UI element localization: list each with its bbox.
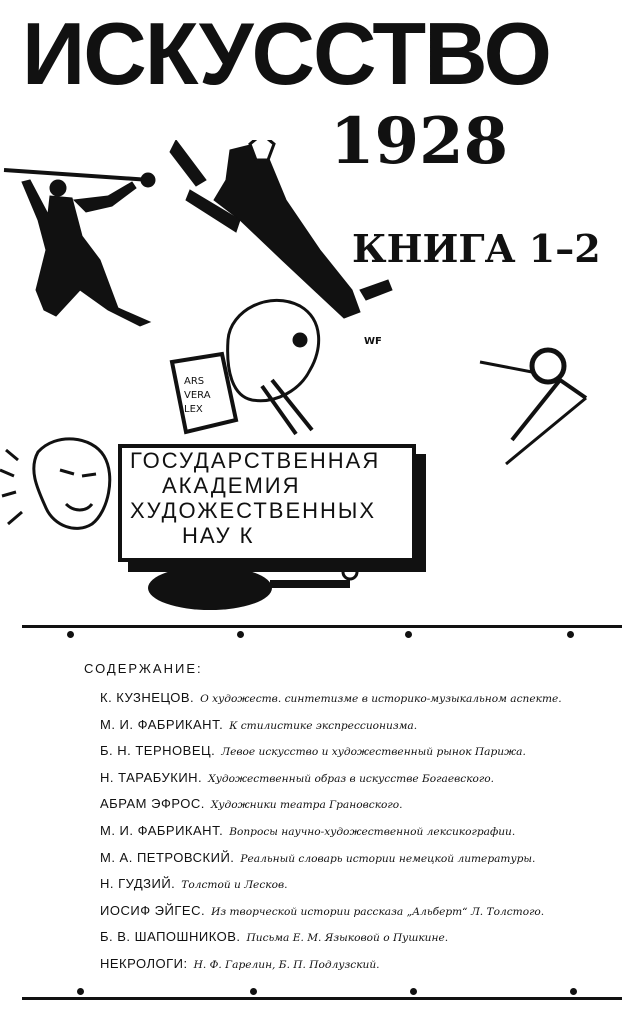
rivet <box>237 631 244 638</box>
book-inscription-2: VERA <box>184 390 211 401</box>
list-item: Б. Н. ТЕРНОВЕЦ. Левое искусство и художес… <box>100 743 620 770</box>
rivet <box>405 631 412 638</box>
toc-title: Н. Ф. Гарелин, Б. П. Подлузский. <box>193 958 380 971</box>
academy-sign-line-2: АКАДЕМИЯ <box>162 473 301 498</box>
toc-author: ИОСИФ ЭЙГЕС. <box>100 902 206 918</box>
toc-author: Н. ГУДЗИЙ. <box>100 876 176 892</box>
upper-divider <box>22 625 622 628</box>
toc-title: Реальный словарь истории немецкой литера… <box>240 852 536 865</box>
violin <box>148 563 359 610</box>
issue-book-number: КНИГА 1–2 <box>352 226 601 271</box>
rivet <box>570 988 577 995</box>
book-inscription-1: ARS <box>184 376 204 387</box>
contents-heading: СОДЕРЖАНИЕ: <box>84 661 203 676</box>
palette <box>226 298 321 436</box>
list-item: М. И. ФАБРИКАНТ. К стилистике экспрессион… <box>100 717 620 744</box>
rivet <box>67 631 74 638</box>
rivet <box>250 988 257 995</box>
toc-author: Б. Н. ТЕРНОВЕЦ. <box>100 743 216 759</box>
toc-title: Письма Е. М. Языковой о Пушкине. <box>246 932 449 945</box>
lower-divider <box>22 997 622 1000</box>
academy-sign-line-4: НАУ К <box>182 523 255 548</box>
toc-title: Художники театра Грановского. <box>210 799 403 812</box>
compass-and-magnifier <box>479 347 588 466</box>
dancer-figure <box>3 168 156 327</box>
toc-title: Художественный образ в искусстве Богаевс… <box>208 772 495 785</box>
toc-author: Н. ТАРАБУКИН. <box>100 769 203 785</box>
toc-title: К стилистике экспрессионизма. <box>229 719 418 732</box>
toc-title: Левое искусство и художественный рынок П… <box>221 746 526 759</box>
toc-author: НЕКРОЛОГИ: <box>100 955 188 971</box>
rivet <box>567 631 574 638</box>
toc-author: К. КУЗНЕЦОВ. <box>100 690 195 705</box>
list-item: Н. ГУДЗИЙ. Толстой и Лесков. <box>100 876 620 903</box>
theatre-mask <box>0 437 112 530</box>
toc-title: Вопросы научно-художественной лексикогра… <box>229 825 516 838</box>
toc-title: О художеств. синтетизме в историко-музык… <box>200 693 562 705</box>
artist-monogram: WF <box>364 336 382 347</box>
list-item: Б. В. ШАПОШНИКОВ. Письма Е. М. Языковой о… <box>100 929 620 956</box>
toc-author: М. И. ФАБРИКАНТ. <box>100 822 224 838</box>
list-item: К. КУЗНЕЦОВ. О художеств. синтетизме в ис… <box>100 690 620 717</box>
list-item: М. И. ФАБРИКАНТ. Вопросы научно-художеств… <box>100 823 620 850</box>
winged-figure <box>169 140 393 319</box>
academy-sign-line-3: ХУДОЖЕСТВЕННЫХ <box>130 498 377 523</box>
toc-author: М. И. ФАБРИКАНТ. <box>100 716 224 732</box>
book-inscription-3: LEX <box>184 404 203 415</box>
academy-sign-line-1: ГОСУДАРСТВЕННАЯ <box>130 448 381 473</box>
list-item: М. А. ПЕТРОВСКИЙ. Реальный словарь истори… <box>100 850 620 877</box>
list-item: АБРАМ ЭФРОС. Художники театра Грановского… <box>100 796 620 823</box>
cover-illustration: ARS VERA LEX WF <box>0 140 588 610</box>
toc-author: АБРАМ ЭФРОС. <box>100 796 205 812</box>
rivet <box>410 988 417 995</box>
contents-list: К. КУЗНЕЦОВ. О художеств. синтетизме в ис… <box>100 690 620 983</box>
rivet <box>77 988 84 995</box>
toc-title: Толстой и Лесков. <box>181 879 288 892</box>
list-item: Н. ТАРАБУКИН. Художественный образ в иску… <box>100 770 620 797</box>
issue-year: 1928 <box>330 104 509 179</box>
list-item: ИОСИФ ЭЙГЕС. Из творческой истории расска… <box>100 903 620 930</box>
toc-author: М. А. ПЕТРОВСКИЙ. <box>100 849 235 865</box>
list-item: НЕКРОЛОГИ: Н. Ф. Гарелин, Б. П. Подлузски… <box>100 956 620 983</box>
magazine-title: ИСКУССТВО <box>22 4 552 103</box>
academy-sign: ГОСУДАРСТВЕННАЯ АКАДЕМИЯ ХУДОЖЕСТВЕННЫХ … <box>118 444 416 562</box>
book: ARS VERA LEX <box>169 351 239 435</box>
toc-title: Из творческой истории рассказа „Альберт“… <box>211 905 545 918</box>
toc-author: Б. В. ШАПОШНИКОВ. <box>100 929 241 945</box>
